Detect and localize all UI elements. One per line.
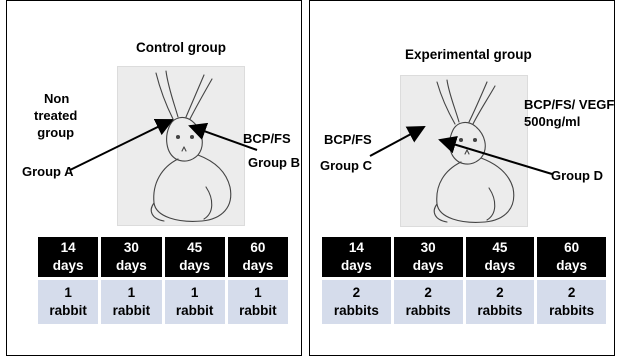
group-a-label: Non treated group xyxy=(34,90,77,141)
rabbit-drawing-left xyxy=(118,67,244,225)
panel-divider xyxy=(302,0,309,363)
group-d-treatment: BCP/FS/ VEGF 500ng/ml xyxy=(524,96,614,130)
control-group-title: Control group xyxy=(136,40,226,55)
group-c-name: Group C xyxy=(320,157,372,174)
rabbit-sketch-icon xyxy=(400,75,528,227)
group-b-name: Group B xyxy=(248,154,300,171)
rabbit-drawing-right xyxy=(401,76,527,226)
group-a-name: Group A xyxy=(22,163,74,180)
rabbit-sketch-icon xyxy=(117,66,245,226)
experimental-group-title: Experimental group xyxy=(405,47,532,62)
group-d-name: Group D xyxy=(551,167,603,184)
group-b-label: BCP/FS xyxy=(243,130,291,147)
group-c-label: BCP/FS xyxy=(324,131,372,148)
